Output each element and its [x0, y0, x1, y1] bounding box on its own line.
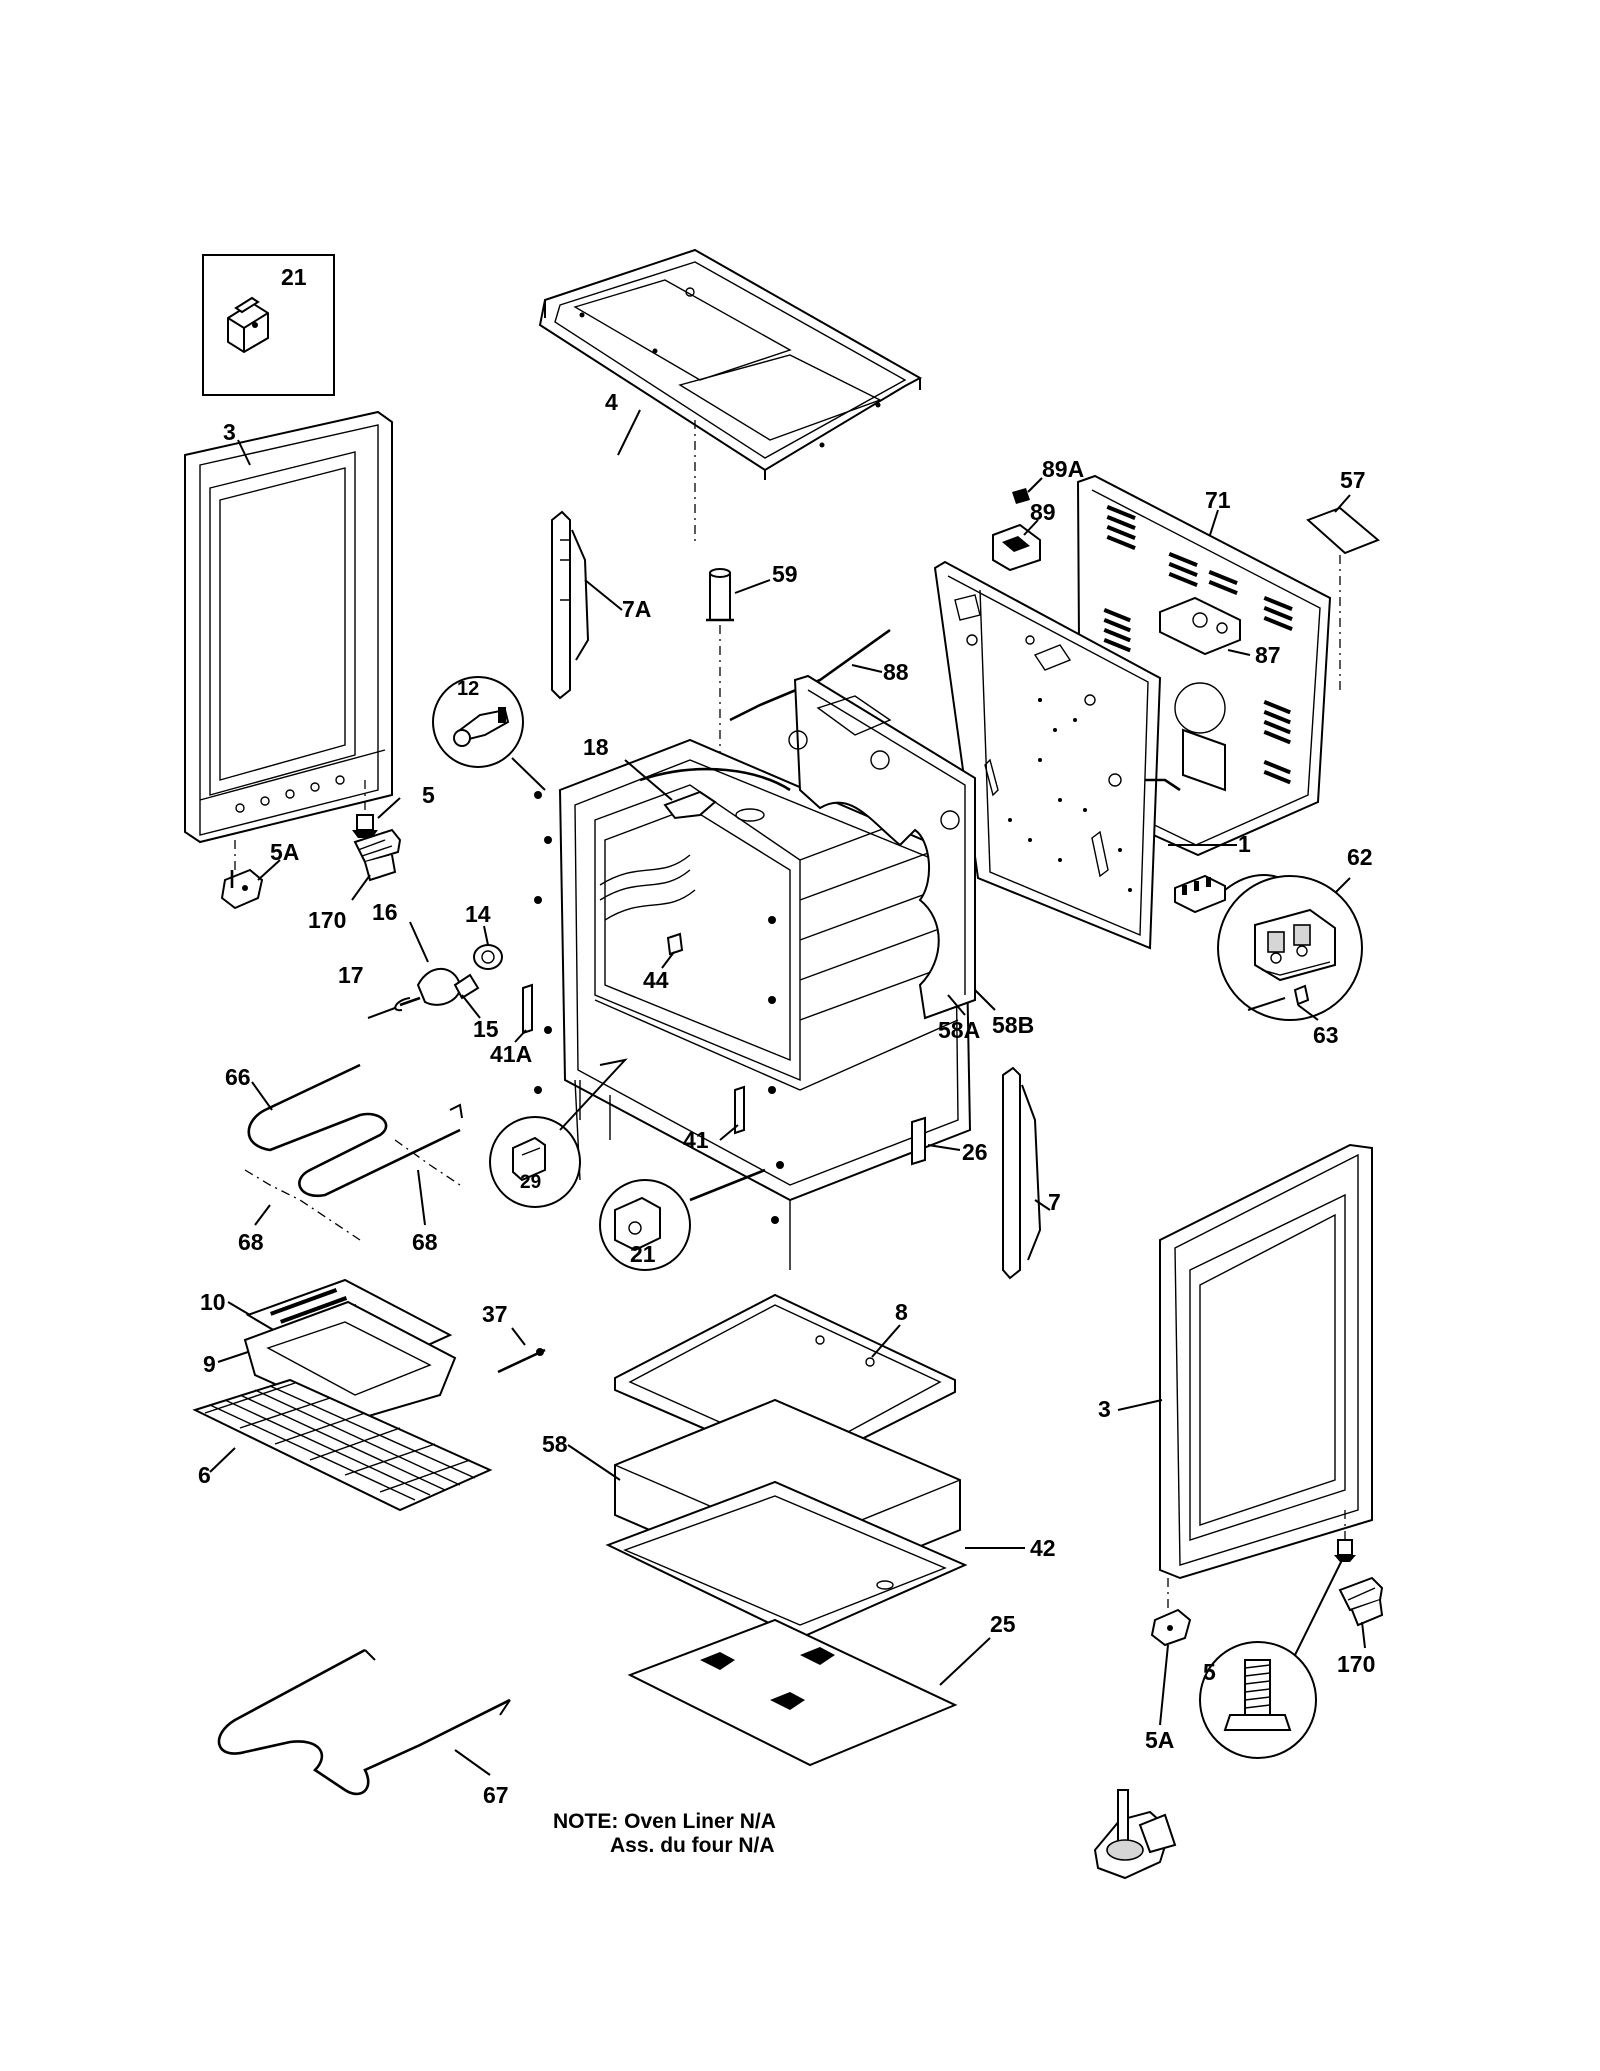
part-label-7: 7 [1048, 1189, 1061, 1215]
part-label-25: 25 [990, 1611, 1016, 1637]
cavity-screws [534, 791, 784, 1224]
part-label-1: 1 [1238, 831, 1251, 857]
part-label-26: 26 [962, 1139, 988, 1165]
part-label-37: 37 [482, 1301, 508, 1327]
note-line-1: NOTE: Oven Liner N/A [553, 1810, 776, 1833]
bracket-part-41A [522, 983, 533, 1035]
part-label-41: 41 [683, 1127, 709, 1153]
leveling-leg-detail-part-5 [1223, 1659, 1292, 1731]
side-panel-part-3-left [184, 410, 393, 844]
part-label-59: 59 [772, 561, 798, 587]
part-label-18: 18 [583, 734, 609, 760]
part-label-5A-right: 5A [1145, 1727, 1174, 1753]
clip-part-26 [911, 1116, 926, 1166]
light-assembly-parts-14-15-16-17 [394, 944, 503, 1012]
leveling-leg-part-5-right [1334, 1539, 1356, 1562]
part-label-5-right: 5 [1203, 1659, 1216, 1685]
part-label-8: 8 [895, 1299, 908, 1325]
note-block: NOTE: Oven Liner N/A Ass. du four N/A [553, 1810, 776, 1857]
oven-cavity-body [558, 738, 972, 1270]
oven-rack-part-6 [192, 1378, 493, 1512]
part-label-4: 4 [605, 389, 618, 415]
top-panel-part-4 [538, 248, 923, 480]
block-part-21 [614, 1196, 661, 1252]
part-label-57: 57 [1340, 467, 1366, 493]
part-label-5A-left: 5A [270, 839, 299, 865]
part-label-21-circle: 21 [630, 1241, 656, 1267]
part-label-9: 9 [203, 1351, 216, 1377]
part-labels: 21 4 3 89A 57 71 89 59 7A 87 88 12 18 5 … [198, 264, 1375, 1808]
part-label-63: 63 [1313, 1022, 1339, 1048]
label-plate-part-57 [1306, 506, 1380, 555]
part-label-87: 87 [1255, 642, 1281, 668]
switch-part-59 [706, 568, 734, 622]
part-label-58A: 58A [938, 1017, 980, 1043]
clip-part-29 [512, 1136, 546, 1182]
wire-part-88 [729, 628, 891, 722]
part-label-42: 42 [1030, 1535, 1056, 1561]
part-label-10: 10 [200, 1289, 226, 1315]
insulation-part-58A-58B [788, 674, 976, 1020]
bracket-part-170-left [353, 828, 402, 882]
leveling-leg-part-5-left [352, 814, 378, 838]
part-label-3-right: 3 [1098, 1396, 1111, 1422]
part-label-68-left: 68 [238, 1229, 264, 1255]
part-label-7A: 7A [622, 596, 651, 622]
bracket-part-89 [992, 523, 1041, 572]
part-label-3-left: 3 [223, 419, 236, 445]
bracket-part-18 [639, 767, 791, 820]
terminal-block-detail [1247, 908, 1336, 1011]
broil-element-part-66 [247, 1063, 463, 1198]
hinge-bracket-part-7A [551, 510, 590, 700]
bracket-part-5A-left [220, 868, 264, 910]
bake-element-part-67 [217, 1648, 511, 1796]
part-label-62: 62 [1347, 844, 1373, 870]
part-label-170-left: 170 [308, 907, 346, 933]
bracket-part-5A-right-large [1093, 1789, 1177, 1880]
part-label-170-right: 170 [1337, 1651, 1375, 1677]
bracket-part-5A-right-small [1150, 1608, 1192, 1647]
clip-part-89A [1012, 488, 1030, 504]
part-label-89A: 89A [1042, 456, 1084, 482]
part-label-16: 16 [372, 899, 398, 925]
part-label-21-inset: 21 [281, 264, 307, 290]
part-label-88: 88 [883, 659, 909, 685]
part-label-58: 58 [542, 1431, 568, 1457]
part-label-17: 17 [338, 962, 364, 988]
hinge-bracket-part-7 [1002, 1066, 1042, 1280]
part-label-41A: 41A [490, 1041, 532, 1067]
part-label-58B: 58B [992, 1012, 1034, 1038]
part-label-71: 71 [1205, 487, 1231, 513]
part-label-29: 29 [520, 1172, 541, 1193]
part-label-89: 89 [1030, 499, 1056, 525]
part-label-67: 67 [483, 1782, 509, 1808]
part-label-15: 15 [473, 1016, 499, 1042]
clip-part-44 [666, 932, 684, 956]
note-line-2: Ass. du four N/A [610, 1834, 775, 1857]
sensor-part-12 [453, 707, 510, 747]
part-label-14: 14 [465, 901, 491, 927]
bracket-part-41 [734, 1085, 745, 1135]
tray-part-42 [605, 1480, 968, 1640]
back-wall-part-1 [933, 560, 1181, 950]
part-label-68-right: 68 [412, 1229, 438, 1255]
part-label-12: 12 [457, 678, 479, 700]
part-label-6: 6 [198, 1462, 211, 1488]
bottom-plate-part-25 [627, 1618, 958, 1767]
inset-box-part-21 [202, 254, 335, 396]
bracket-part-170-right [1338, 1576, 1384, 1627]
part-label-5-left: 5 [422, 782, 435, 808]
probe-part-37 [497, 1348, 546, 1374]
side-panel-part-3-right [1159, 1143, 1373, 1580]
part-label-44: 44 [643, 967, 669, 993]
part-label-66: 66 [225, 1064, 251, 1090]
